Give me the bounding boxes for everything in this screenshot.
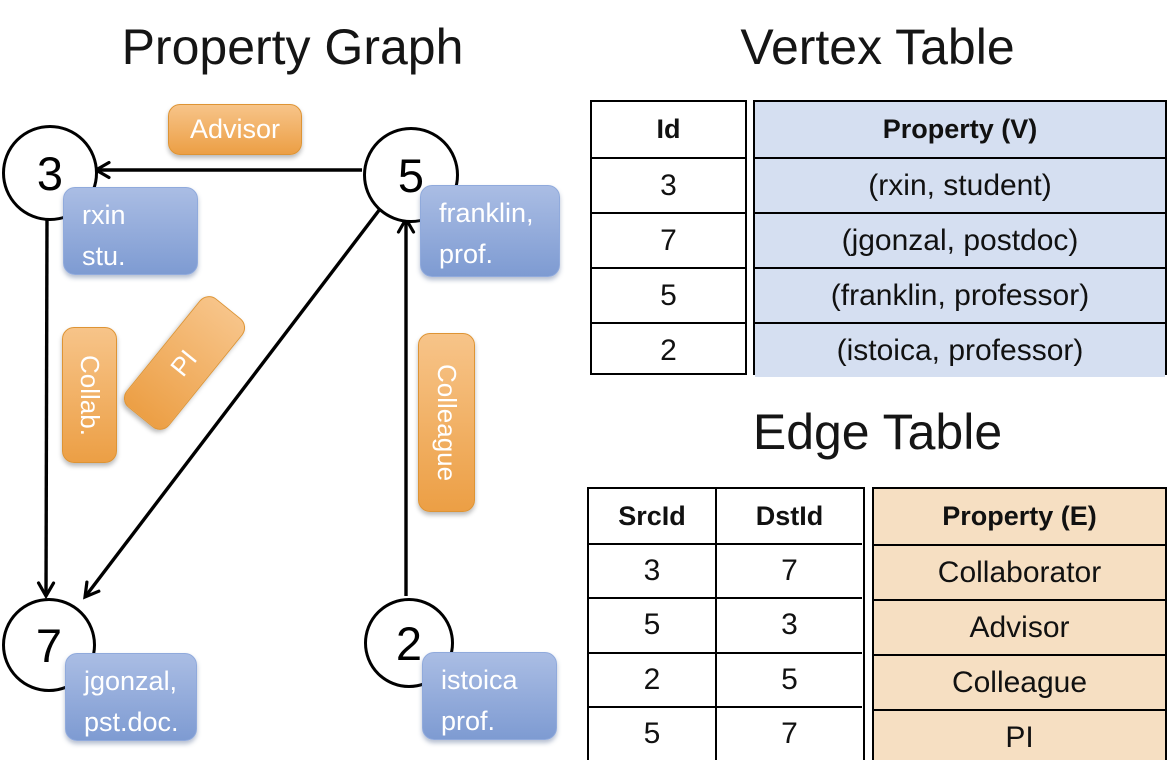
vertex-property-2-line1: istoica xyxy=(441,665,518,695)
vertex-property-3-line2: stu. xyxy=(82,241,126,271)
edge-table-id-columns: SrcId 3 5 2 5 DstId 7 3 5 7 xyxy=(587,487,865,760)
edge-table-dstid-column: DstId 7 3 5 7 xyxy=(715,489,862,760)
table-cell: 2 xyxy=(592,322,745,377)
vertex-node-5-id: 5 xyxy=(397,148,425,202)
edge-table-title: Edge Table xyxy=(752,404,1003,460)
property-graph-title: Property Graph xyxy=(121,19,464,75)
vertex-table-property-header: Property (V) xyxy=(755,102,1165,157)
edge-table-srcid-column: SrcId 3 5 2 5 xyxy=(589,489,715,760)
table-cell: (istoica, professor) xyxy=(755,322,1165,377)
table-cell: (rxin, student) xyxy=(755,157,1165,212)
edge-label-collab: Collab. xyxy=(62,327,117,463)
table-cell: 5 xyxy=(589,705,715,760)
vertex-property-box-2: istoica prof. xyxy=(422,652,557,740)
table-cell: 7 xyxy=(592,212,745,267)
table-cell: 5 xyxy=(592,267,745,322)
vertex-table-id-column: Id 3 7 5 2 xyxy=(590,100,747,375)
vertex-property-box-7: jgonzal, pst.doc. xyxy=(65,653,197,741)
edge-table-property-column: Property (E) Collaborator Advisor Collea… xyxy=(872,487,1167,760)
edge-3-to-7 xyxy=(36,215,56,600)
edge-label-advisor: Advisor xyxy=(168,104,302,155)
table-cell: Advisor xyxy=(874,599,1165,654)
edge-label-colleague: Colleague xyxy=(418,333,475,512)
vertex-node-7-id: 7 xyxy=(35,618,63,672)
table-cell: (franklin, professor) xyxy=(755,267,1165,322)
table-cell: 5 xyxy=(589,597,715,651)
table-cell: 3 xyxy=(717,597,862,651)
vertex-property-7-line2: pst.doc. xyxy=(84,707,179,737)
vertex-node-2-id: 2 xyxy=(395,616,423,670)
edge-table-dstid-header: DstId xyxy=(755,500,824,531)
vertex-table-id-header: Id xyxy=(656,114,681,144)
vertex-node-3-id: 3 xyxy=(36,146,64,200)
edge-table-property-header: Property (E) xyxy=(874,489,1165,544)
graph-edges-layer xyxy=(36,160,416,600)
vertex-table-property-column: Property (V) (rxin, student) (jgonzal, p… xyxy=(753,100,1167,377)
table-cell: Colleague xyxy=(874,654,1165,709)
table-cell: (jgonzal, postdoc) xyxy=(755,212,1165,267)
vertex-property-box-3: rxin stu. xyxy=(63,187,198,275)
vertex-property-5-line2: prof. xyxy=(439,239,494,269)
table-cell: 5 xyxy=(717,651,862,706)
table-cell: 3 xyxy=(592,157,745,212)
vertex-property-2-line2: prof. xyxy=(441,706,496,736)
table-cell: Collaborator xyxy=(874,544,1165,599)
vertex-node-2: 2 xyxy=(364,598,454,688)
vertex-property-5-line1: franklin, xyxy=(439,198,534,228)
edge-table-srcid-header: SrcId xyxy=(618,500,686,531)
vertex-property-3-line1: rxin xyxy=(82,200,126,230)
vertex-property-7-line1: jgonzal, xyxy=(84,666,178,696)
table-cell: 3 xyxy=(589,543,715,597)
vertex-table-title: Vertex Table xyxy=(740,19,1015,75)
vertex-property-box-5: franklin, prof. xyxy=(420,185,560,277)
table-cell: PI xyxy=(874,709,1165,760)
table-cell: 7 xyxy=(717,705,862,760)
table-cell: 2 xyxy=(589,651,715,706)
edge-label-pi-text: PI xyxy=(164,343,204,382)
table-cell: 7 xyxy=(717,543,862,597)
edge-5-to-7 xyxy=(83,207,382,600)
